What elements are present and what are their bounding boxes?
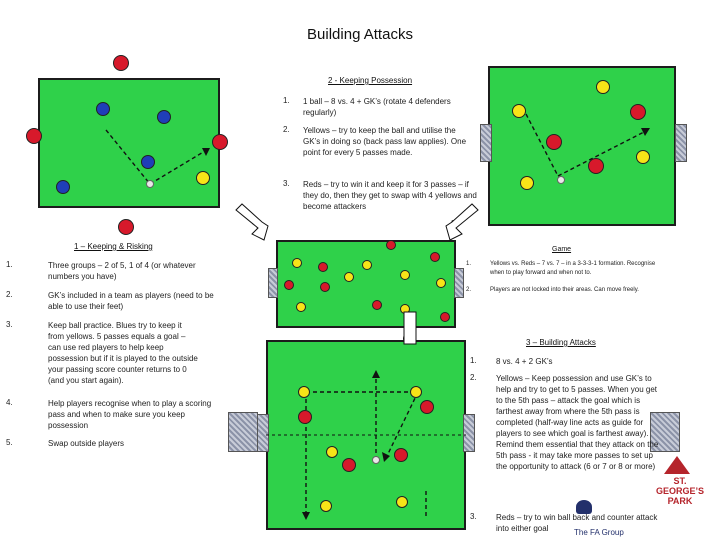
player-red xyxy=(430,252,440,262)
list-number: 5. xyxy=(6,438,13,447)
pitch-keeping-possession xyxy=(488,66,676,226)
player-yellow xyxy=(292,258,302,268)
player-yellow xyxy=(596,80,610,94)
goal-right xyxy=(675,124,687,162)
ball xyxy=(557,176,565,184)
player-red xyxy=(420,400,434,414)
list-item: Keep ball practice. Blues try to keep it… xyxy=(48,321,198,385)
player-red xyxy=(630,104,646,120)
player-red xyxy=(118,219,134,235)
player-red xyxy=(212,134,228,150)
player-yellow xyxy=(362,260,372,270)
player-yellow xyxy=(512,104,526,118)
list-item: 8 vs. 4 + 2 GK’s xyxy=(496,357,553,366)
list-number: 4. xyxy=(6,398,13,407)
pitch-2-arrows xyxy=(525,113,650,177)
list-number: 1. xyxy=(6,260,13,269)
player-red xyxy=(546,134,562,150)
list-number: 1. xyxy=(466,261,472,267)
list-item: Help players recognise when to play a sc… xyxy=(48,399,212,430)
list-item: Players are not locked into their areas.… xyxy=(490,287,639,293)
list-number: 3. xyxy=(470,512,477,521)
georges-park-logo-icon xyxy=(664,456,690,474)
list-item: Yellows vs. Reds – 7 vs. 7 – in a 3-3-3-… xyxy=(490,261,656,276)
section-3-heading: 3 – Building Attacks xyxy=(526,338,596,347)
list-number: 2. xyxy=(283,125,290,134)
fa-logo-icon xyxy=(576,500,592,514)
list-item: Reds – try to win ball back and counter … xyxy=(496,513,658,533)
list-number: 2. xyxy=(466,287,472,293)
player-yellow xyxy=(636,150,650,164)
connector-arrows xyxy=(235,203,479,345)
list-number: 1. xyxy=(283,96,290,105)
player-blue xyxy=(96,102,110,116)
list-item: Yellows – try to keep the ball and utili… xyxy=(303,126,467,157)
ball xyxy=(372,456,380,464)
goal-left xyxy=(268,268,278,298)
ball xyxy=(146,180,154,188)
player-red xyxy=(318,262,328,272)
player-yellow xyxy=(400,270,410,280)
player-yellow xyxy=(296,302,306,312)
list-item: 1 ball – 8 vs. 4 + GK’s (rotate 4 defend… xyxy=(303,97,451,117)
player-red xyxy=(284,280,294,290)
player-red xyxy=(342,458,356,472)
goal-left xyxy=(480,124,492,162)
section-2-heading: 2 - Keeping Possession xyxy=(328,76,413,85)
section-1-heading: 1 – Keeping & Risking xyxy=(74,242,153,251)
georges-park-logo-text: ST. GEORGE’S PARK xyxy=(655,476,705,506)
player-blue xyxy=(56,180,70,194)
player-red xyxy=(372,300,382,310)
goal-right xyxy=(454,268,464,298)
player-red xyxy=(113,55,129,71)
player-red xyxy=(298,410,312,424)
player-red xyxy=(320,282,330,292)
pitch-4-arrows xyxy=(266,370,466,520)
player-red xyxy=(26,128,42,144)
player-blue xyxy=(157,110,171,124)
player-red xyxy=(394,448,408,462)
page-title: Building Attacks xyxy=(307,26,413,43)
list-item: Swap outside players xyxy=(48,439,125,448)
player-yellow xyxy=(410,386,422,398)
pitch-building-attacks xyxy=(266,340,466,530)
game-heading: Game xyxy=(552,246,572,253)
fa-group-logo-text: The FA Group xyxy=(574,528,624,537)
player-yellow xyxy=(326,446,338,458)
player-yellow xyxy=(298,386,310,398)
list-number: 3. xyxy=(6,320,13,329)
list-number: 1. xyxy=(470,356,477,365)
list-number: 2. xyxy=(470,373,477,382)
list-item: Yellows – Keep possession and use GK’s t… xyxy=(496,374,659,471)
player-yellow xyxy=(520,176,534,190)
list-item: Reds – try to win it and keep it for 3 p… xyxy=(303,180,477,211)
list-number: 3. xyxy=(283,179,290,188)
list-item: GK’s included in a team as players (need… xyxy=(48,291,214,311)
georges-park-line1: ST. GEORGE’S xyxy=(655,476,704,496)
pitch-1-arrows xyxy=(105,129,211,185)
player-red xyxy=(386,240,396,250)
player-yellow xyxy=(436,278,446,288)
player-yellow xyxy=(320,500,332,512)
list-number: 2. xyxy=(6,290,13,299)
list-item: Three groups – 2 of 5, 1 of 4 (or whatev… xyxy=(48,261,196,281)
player-blue xyxy=(141,155,155,169)
player-yellow xyxy=(344,272,354,282)
goal-right xyxy=(650,412,680,452)
georges-park-line2: PARK xyxy=(667,496,693,506)
player-red xyxy=(440,312,450,322)
player-yellow xyxy=(396,496,408,508)
player-red xyxy=(588,158,604,174)
goal-right xyxy=(463,414,475,452)
player-yellow xyxy=(196,171,210,185)
goal-left xyxy=(228,412,258,452)
